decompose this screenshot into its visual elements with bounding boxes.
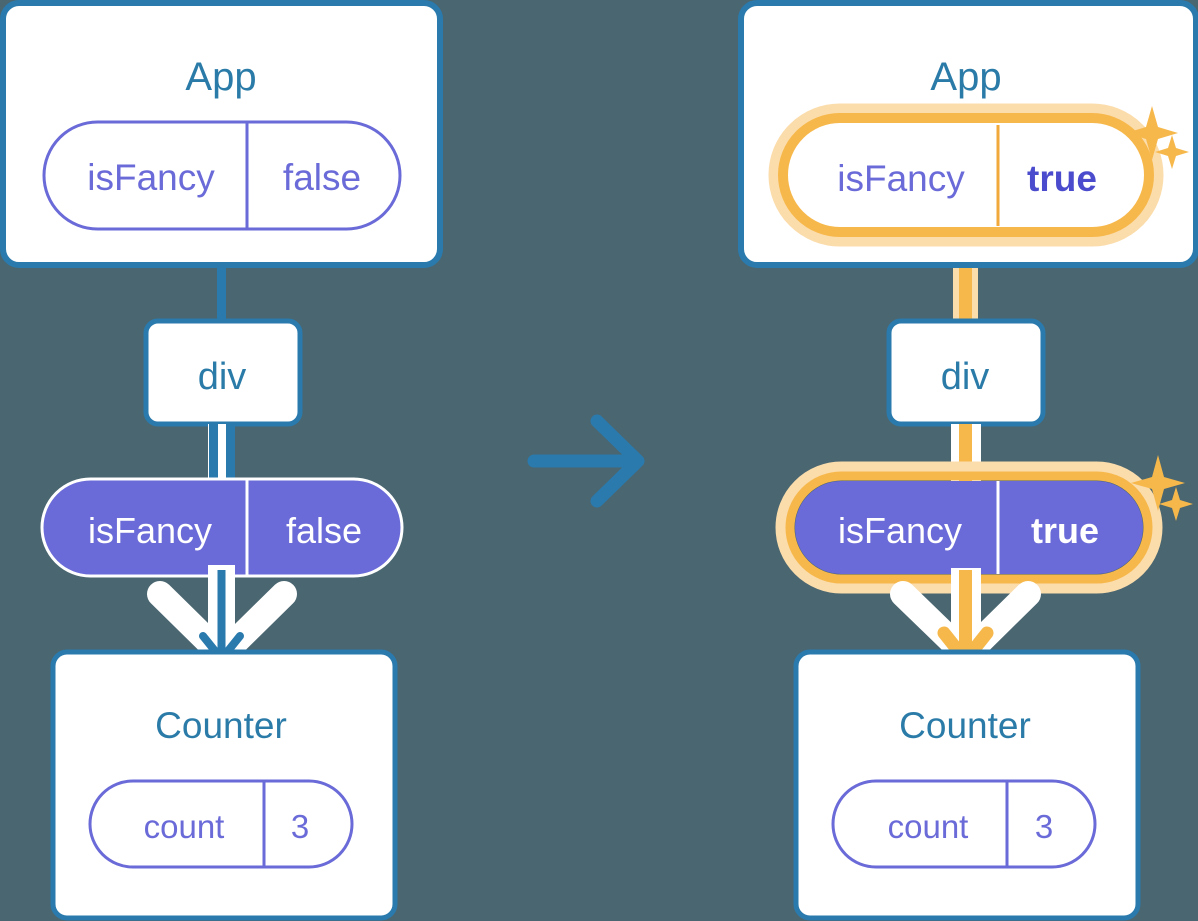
app-card-label: App: [930, 55, 1001, 99]
div-card-label: div: [941, 356, 990, 398]
pill-key: isFancy: [88, 510, 212, 551]
props-pill-after[interactable]: isFancy true: [795, 481, 1143, 574]
pill-key: count: [144, 808, 225, 845]
sparkle-large-icon: [1131, 455, 1185, 511]
pill-outline: [831, 779, 1097, 869]
pill-value: 3: [1035, 808, 1053, 845]
counter-state-pill-before[interactable]: count 3: [88, 779, 354, 869]
pill-value: 3: [291, 808, 309, 845]
pill-key: isFancy: [837, 158, 965, 199]
app-state-pill-before[interactable]: isFancy false: [42, 120, 402, 231]
sparkles-app-icon: [1126, 106, 1189, 169]
pill-key: isFancy: [87, 157, 215, 198]
app-state-pill-after[interactable]: isFancy true: [790, 125, 1142, 226]
pill-outline: [790, 125, 1142, 226]
pill-outline: [88, 779, 354, 869]
pill-key: isFancy: [838, 510, 962, 551]
div-card-label: div: [198, 356, 247, 398]
connector-div-to-props: [208, 424, 235, 486]
sparkle-small-icon: [1159, 487, 1193, 521]
pill-body: [795, 481, 1143, 574]
app-state-pill-highlight-ring: [768, 103, 1164, 247]
pill-value: true: [1027, 158, 1097, 199]
pill-value: true: [1031, 510, 1099, 551]
transition-arrow-right-icon: [527, 414, 645, 508]
panel-before: App isFancy false div isFancy false: [0, 0, 443, 921]
div-card-after[interactable]: div: [886, 318, 1046, 427]
counter-card-label: Counter: [155, 705, 287, 746]
counter-state-pill-after[interactable]: count 3: [831, 779, 1097, 869]
connector-app-to-div: [217, 258, 226, 328]
sparkles-props-icon: [1131, 455, 1193, 521]
pill-key: count: [888, 808, 969, 845]
sparkle-large-icon: [1126, 106, 1178, 160]
flow-arrow-down-before: [199, 565, 244, 663]
counter-card-label: Counter: [899, 705, 1031, 746]
div-card-before[interactable]: div: [143, 318, 303, 427]
pill-value: false: [286, 510, 362, 551]
app-card-label: App: [185, 55, 256, 99]
pill-value: false: [283, 157, 361, 198]
panel-after: App isFancy true div: [738, 0, 1198, 921]
pill-outline: [42, 120, 402, 231]
props-pill-before[interactable]: isFancy false: [40, 477, 404, 578]
sparkle-small-icon: [1155, 135, 1189, 169]
